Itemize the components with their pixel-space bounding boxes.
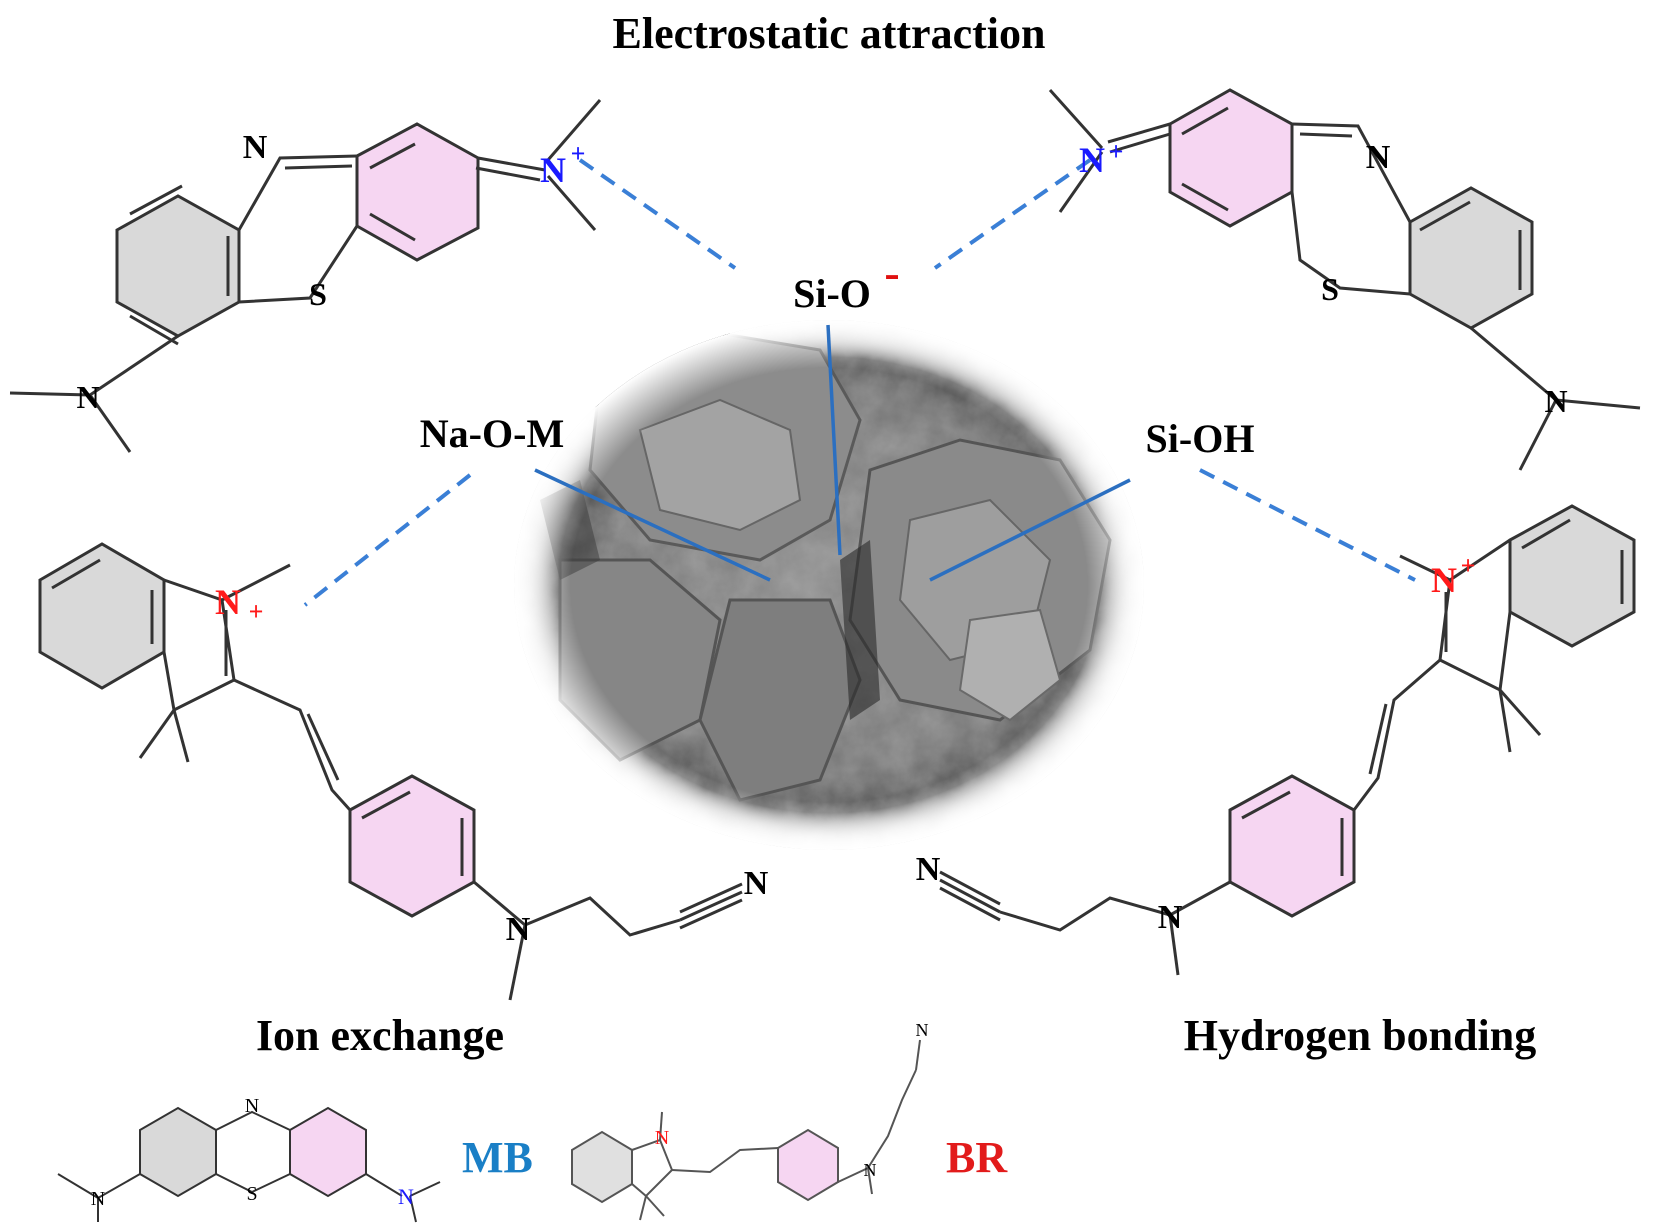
dashed-line-right [1199, 468, 1416, 582]
charge-plus-mb-tl: + [571, 139, 586, 168]
legend-br-atom-n-plus: N [655, 1127, 669, 1149]
grey-ring [1408, 186, 1534, 330]
grey-ring [38, 542, 166, 690]
atom-n-plus-mb-tl: N [540, 150, 566, 190]
br-molecule-left [38, 542, 743, 1001]
legend-mb-atom-n: N [245, 1095, 259, 1117]
legend-br-structure [571, 1039, 921, 1221]
legend-mb-atom-s: S [246, 1183, 257, 1205]
mechanism-label-ion-exchange: Ion exchange [256, 1011, 504, 1060]
atom-n-plus-br-right: N [1431, 560, 1457, 600]
mb-molecule-top-right [1048, 88, 1641, 471]
atom-s-mb-tl: S [309, 276, 327, 312]
atom-n-amine-mb-tl: N [76, 379, 99, 415]
grey-ring [115, 194, 241, 338]
site-lines [534, 324, 1131, 582]
interaction-lines [303, 158, 1416, 607]
charge-plus-br-left: + [249, 597, 264, 626]
pink-ring [1168, 88, 1294, 228]
pink-ring [348, 774, 476, 918]
line-si-o [826, 324, 842, 556]
atom-n-mb-tl: N [243, 129, 268, 166]
charge-plus-br-right: + [1461, 551, 1476, 580]
atom-s-mb-tr: S [1321, 271, 1339, 307]
legend-mb-atom-n-amine: N [91, 1188, 105, 1210]
dashed-line-top-left [578, 158, 737, 270]
site-charge-minus: - [884, 247, 899, 298]
dashed-line-left [303, 473, 472, 607]
charge-plus-mb-tr: + [1109, 137, 1124, 166]
line-na-o-m [534, 468, 771, 582]
site-label-si-o: Si-O [793, 271, 871, 316]
atom-n-plus-br-left: N [215, 582, 241, 622]
site-label-na-o-m: Na-O-M [420, 411, 564, 456]
atom-n-mb-tr: N [1366, 139, 1391, 176]
atom-n-plus-mb-tr: N [1079, 140, 1105, 180]
atom-n-amine-br-left: N [506, 911, 531, 948]
dashed-line-top-right [933, 158, 1092, 270]
atom-n-nitrile-br-right: N [916, 851, 941, 888]
pink-ring [1228, 774, 1356, 918]
diagram-title: Electrostatic attraction [613, 9, 1046, 58]
atom-n-amine-mb-tr: N [1544, 383, 1567, 419]
grey-ring [1508, 504, 1636, 648]
legend-mb-atom-n-plus: N [398, 1184, 414, 1209]
pink-ring [355, 122, 480, 262]
atom-n-amine-br-right: N [1158, 899, 1183, 936]
legend-mb-structure [57, 1106, 441, 1223]
br-molecule-right [939, 504, 1636, 976]
sem-micrograph [514, 320, 1144, 850]
legend-br-atom-n-nitrile: N [916, 1020, 929, 1040]
line-si-oh [929, 478, 1131, 582]
legend-mb-label: MB [462, 1133, 533, 1182]
legend-br-label: BR [946, 1133, 1008, 1182]
mb-molecule-top-left [9, 99, 602, 453]
mechanism-label-hydrogen-bonding: Hydrogen bonding [1184, 1011, 1537, 1060]
site-label-si-oh: Si-OH [1146, 416, 1255, 461]
atom-n-nitrile-br-left: N [744, 865, 769, 902]
legend-br-atom-n-amine: N [864, 1160, 877, 1180]
